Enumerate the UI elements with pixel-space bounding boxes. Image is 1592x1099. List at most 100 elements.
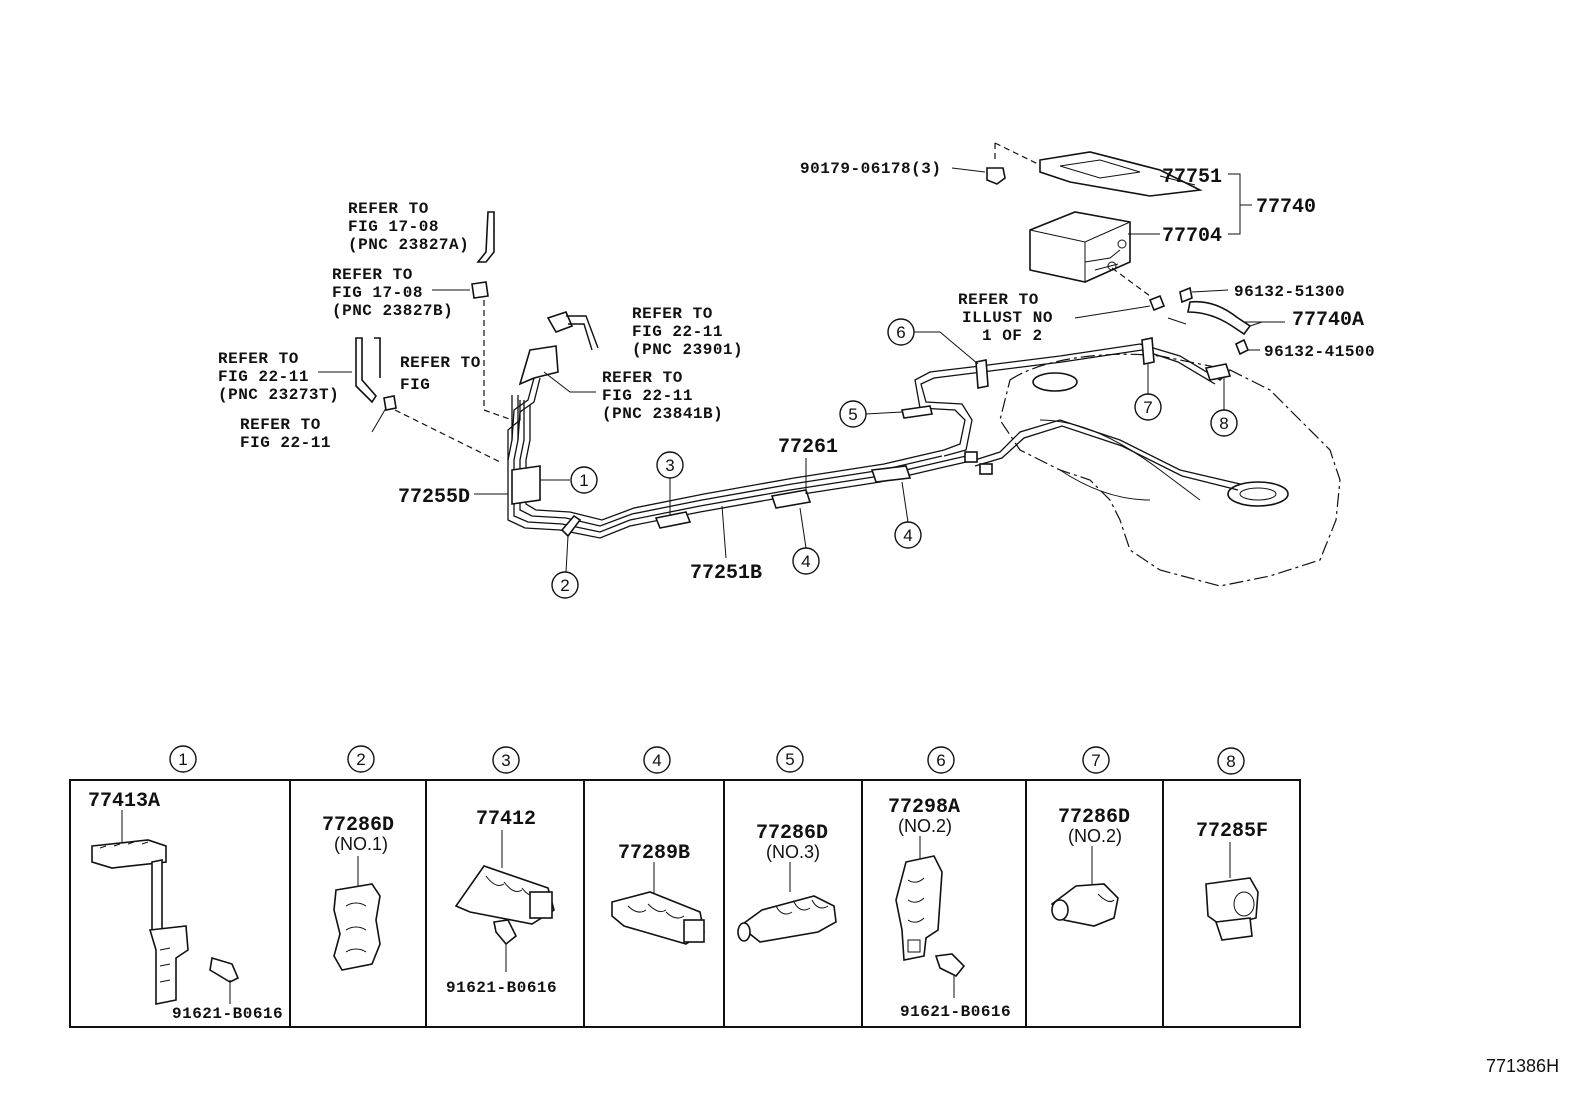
callout-3: 3 <box>665 456 674 475</box>
fitting-left <box>383 395 397 411</box>
detail-num-6: 6 <box>936 751 945 770</box>
detail-num-4: 4 <box>652 751 661 770</box>
detail-number-6: 6 <box>927 746 955 774</box>
detail-number-8: 8 <box>1217 747 1245 775</box>
vent-pipe-joint <box>1148 294 1166 312</box>
callout-circle-8 <box>1210 409 1238 437</box>
ref-line: 1 OF 2 <box>982 327 1043 345</box>
callout-circle-3 <box>656 451 684 479</box>
callout-4a: 4 <box>801 552 810 571</box>
callout-circle-5 <box>839 400 867 428</box>
ref-line: (PNC 23273T) <box>218 386 339 404</box>
detail-sub-7: (NO.2) <box>1068 826 1122 846</box>
ref-line: REFER TO <box>958 291 1039 309</box>
detail-sub-6: (NO.2) <box>898 816 952 836</box>
detail-part-6: 77298A <box>888 796 960 819</box>
detail-part-4: 77289B <box>618 842 690 865</box>
part-label-77740: 77740 <box>1256 196 1316 219</box>
detail-bolt-1: 91621-B0616 <box>172 1005 283 1023</box>
line-connector-b <box>979 463 993 475</box>
detail-num-5: 5 <box>785 750 794 769</box>
ref-line: REFER TO <box>400 354 481 372</box>
ref-fig-cut: REFER TO FIG <box>400 354 481 394</box>
part-label-96132-51300: 96132-51300 <box>1234 283 1345 301</box>
line-clamp-3 <box>654 511 692 529</box>
detail-part-8: 77285F <box>1196 820 1268 843</box>
ref-fig2211-plain: REFER TO FIG 22-11 <box>240 416 330 452</box>
line-clamp-5 <box>901 405 933 419</box>
clamp-77413a <box>91 839 167 869</box>
ref-illust: REFER TO ILLUST NO 1 OF 2 <box>958 291 1053 345</box>
ref-fig1708a: REFER TO FIG 17-08 (PNC 23827A) <box>348 200 469 254</box>
detail-num-7: 7 <box>1091 751 1100 770</box>
part-label-77740a: 77740A <box>1292 309 1364 332</box>
sender-ring <box>1032 372 1078 392</box>
part-label-96132-41500: 96132-41500 <box>1264 343 1375 361</box>
callout-circle-7 <box>1134 393 1162 421</box>
ref-line: (PNC 23841B) <box>602 405 723 423</box>
ref-line: REFER TO <box>348 200 429 218</box>
callout-1: 1 <box>579 471 588 490</box>
detail-part-7: 77286D <box>1058 806 1130 829</box>
detail-bolt-3: 91621-B0616 <box>446 979 557 997</box>
callout-2: 2 <box>560 576 569 595</box>
ref-line: REFER TO <box>240 416 321 434</box>
callout-circle-2 <box>551 571 579 599</box>
part-label-77704: 77704 <box>1162 225 1222 248</box>
part-label-77251b: 77251B <box>690 562 762 585</box>
fitting-23841b <box>518 345 559 386</box>
ref-line: FIG 22-11 <box>218 368 309 386</box>
detail-sub-2: (NO.1) <box>334 834 388 854</box>
line-clamp-4a <box>770 489 812 509</box>
line-clamp-4b <box>870 465 912 483</box>
detail-num-3: 3 <box>501 751 510 770</box>
line-clamp-1 <box>511 465 541 505</box>
detail-number-1: 1 <box>169 745 197 773</box>
ref-fig1708b: REFER TO FIG 17-08 (PNC 23827B) <box>332 266 453 320</box>
ref-line: ILLUST NO <box>962 309 1053 327</box>
callout-8: 8 <box>1219 414 1228 433</box>
reference-hoses <box>318 211 599 463</box>
fitting-23827b <box>471 281 489 299</box>
ref-line: (PNC 23827A) <box>348 236 469 254</box>
detail-num-2: 2 <box>356 750 365 769</box>
callout-circle-1 <box>570 466 598 494</box>
ref-line: (PNC 23827B) <box>332 302 453 320</box>
ref-line: REFER TO <box>332 266 413 284</box>
part-label-77751: 77751 <box>1162 166 1222 189</box>
ref-line: (PNC 23901) <box>632 341 743 359</box>
callout-4b: 4 <box>903 526 912 545</box>
part-label-77255d: 77255D <box>398 486 470 509</box>
charcoal-canister <box>1029 211 1131 283</box>
detail-num-8: 8 <box>1226 752 1235 771</box>
callout-circle-4a <box>792 547 820 575</box>
main-fuel-lines <box>507 337 1241 539</box>
clamp-77286d-no3 <box>738 895 837 943</box>
ref-line: REFER TO <box>602 369 683 387</box>
ref-line: FIG 17-08 <box>332 284 423 302</box>
callout-circle-4b <box>894 521 922 549</box>
detail-frame <box>69 779 1301 1028</box>
clamp-77286d-no2 <box>1050 883 1119 927</box>
figure-id: 771386H <box>1486 1056 1559 1076</box>
ref-fig2211-23841b: REFER TO FIG 22-11 (PNC 23841B) <box>602 369 723 423</box>
ref-line: FIG 22-11 <box>632 323 723 341</box>
clamp-77285f <box>1205 877 1259 927</box>
detail-number-2: 2 <box>347 745 375 773</box>
part-label-77261: 77261 <box>778 436 838 459</box>
ref-fig2211-23273t: REFER TO FIG 22-11 (PNC 23273T) <box>218 350 339 404</box>
callout-5: 5 <box>848 405 857 424</box>
ref-line: REFER TO <box>218 350 299 368</box>
line-connector-a <box>964 451 978 463</box>
callout-6: 6 <box>896 323 905 342</box>
detail-part-2: 77286D <box>322 814 394 837</box>
upper-callouts: 1 2 3 4 4 5 6 7 8 <box>540 318 1238 599</box>
ref-line: FIG 22-11 <box>602 387 693 405</box>
line-clamp-2 <box>560 514 582 538</box>
ref-line: FIG 17-08 <box>348 218 439 236</box>
callout-circle-6 <box>887 318 915 346</box>
ref-line: REFER TO <box>632 305 713 323</box>
fitting-23901 <box>546 311 574 333</box>
line-clamp-6 <box>975 359 989 389</box>
canister-assembly <box>951 142 1285 356</box>
